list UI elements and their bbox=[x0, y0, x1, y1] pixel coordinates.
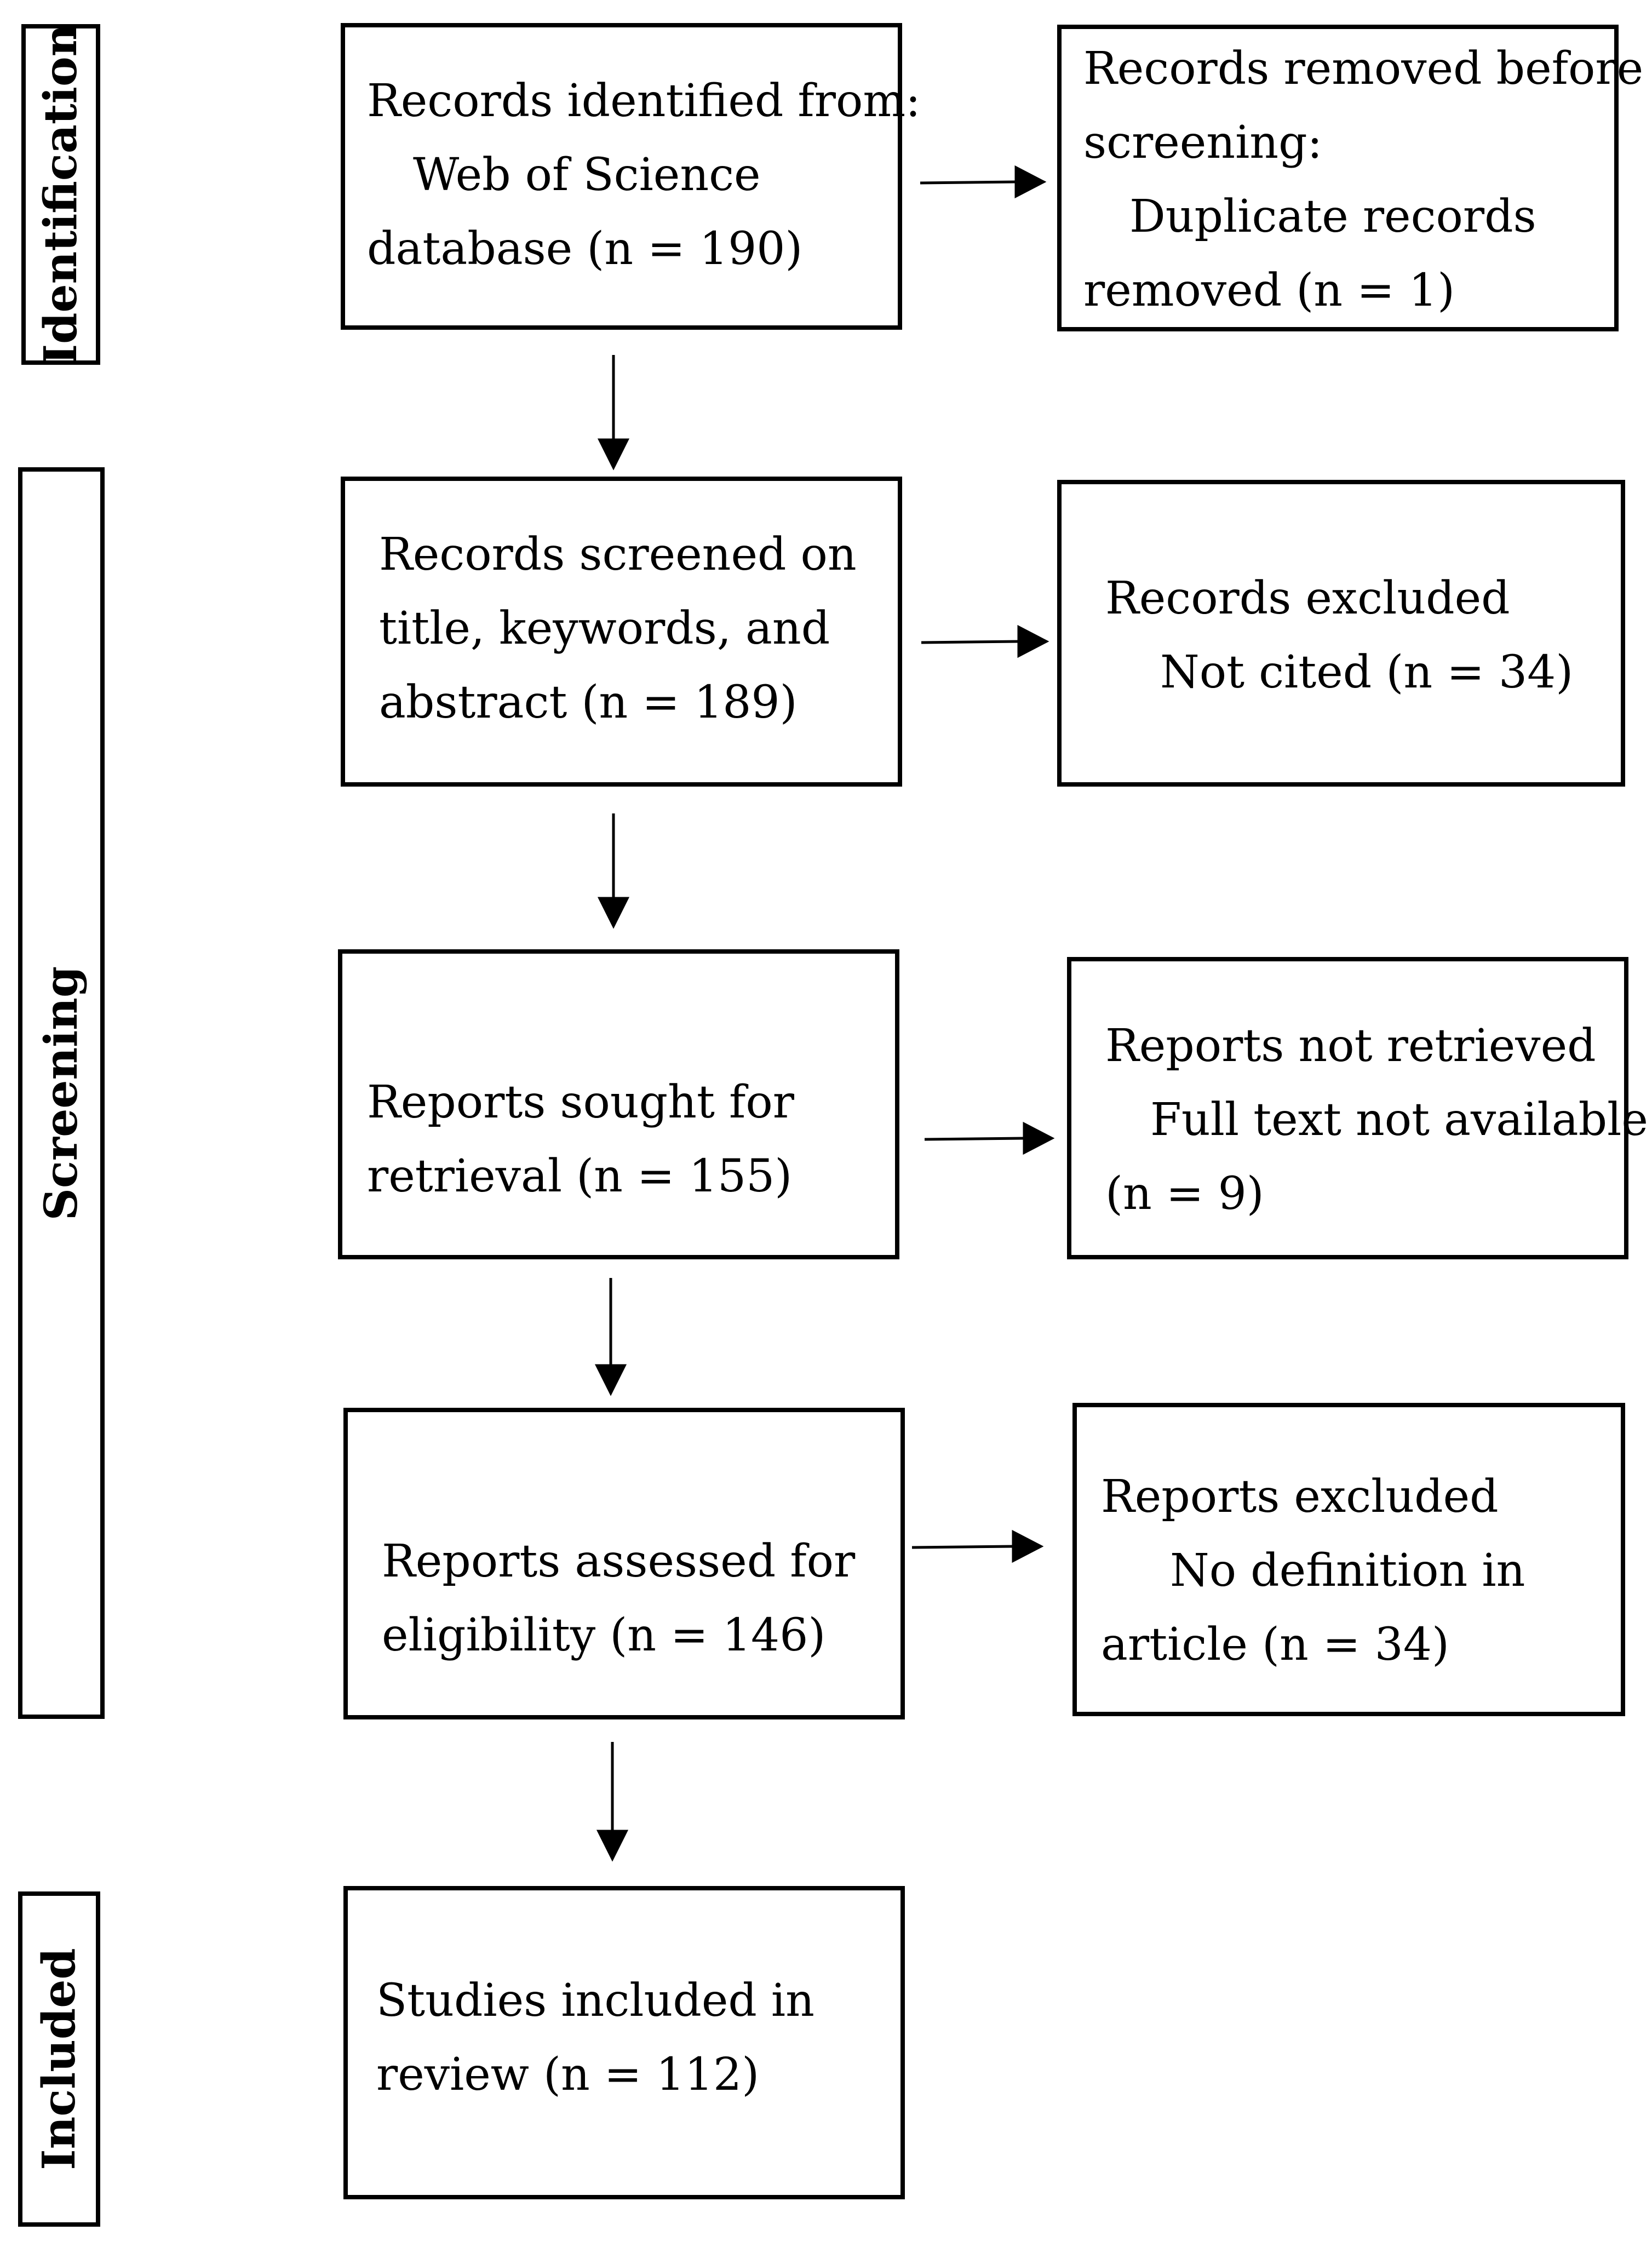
box-line: Reports sought for bbox=[367, 1076, 794, 1128]
reports-sought-box: Reports sought for retrieval (n = 155) bbox=[338, 949, 899, 1259]
box-line: Records removed before bbox=[1083, 43, 1644, 95]
phase-identification: Identification bbox=[21, 24, 100, 365]
reports-not-retrieved-box: Reports not retrieved Full text not avai… bbox=[1067, 957, 1648, 1259]
box-line: Reports not retrieved bbox=[1105, 1020, 1596, 1072]
arrow-head bbox=[596, 1830, 629, 1862]
arrow-head bbox=[1014, 165, 1047, 199]
arrow-right bbox=[921, 640, 1019, 644]
arrow-head bbox=[597, 438, 630, 471]
arrow-head bbox=[597, 897, 630, 929]
phase-screening: Screening bbox=[18, 467, 105, 1719]
box-line: title, keywords, and bbox=[379, 603, 830, 655]
box-line: No definition in bbox=[1170, 1545, 1525, 1597]
records-screened-box: Records screened on title, keywords, and… bbox=[341, 477, 902, 787]
box-line: Reports assessed for bbox=[382, 1535, 856, 1587]
box-line: (n = 9) bbox=[1105, 1168, 1264, 1220]
records-identified-box: Records identified from: Web of Science … bbox=[341, 23, 921, 330]
box-line: Not cited (n = 34) bbox=[1160, 646, 1574, 698]
box-line: Records excluded bbox=[1105, 572, 1510, 624]
arrow-head bbox=[1017, 624, 1049, 658]
box-line: retrieval (n = 155) bbox=[367, 1150, 793, 1202]
arrow-head bbox=[1012, 1529, 1044, 1563]
box-line: Web of Science bbox=[413, 149, 761, 201]
box-line: screening: bbox=[1083, 117, 1323, 169]
arrow-right bbox=[920, 180, 1017, 185]
phase-included: Included bbox=[18, 1891, 100, 2227]
arrow-head bbox=[1023, 1121, 1055, 1155]
reports-assessed-box: Reports assessed for eligibility (n = 14… bbox=[343, 1408, 905, 1719]
box-line: Reports excluded bbox=[1101, 1471, 1499, 1523]
reports-excluded-box: Reports excluded No definition in articl… bbox=[1072, 1403, 1625, 1716]
box-line: Full text not available bbox=[1150, 1094, 1648, 1146]
box-line: Duplicate records bbox=[1129, 191, 1536, 243]
box-line: Studies included in bbox=[376, 1975, 814, 2027]
box-line: eligibility (n = 146) bbox=[382, 1609, 826, 1661]
arrow-right bbox=[911, 1545, 1014, 1549]
box-line: Records identified from: bbox=[367, 75, 921, 127]
box-line: Records screened on bbox=[379, 529, 857, 581]
box-line: review (n = 112) bbox=[376, 2049, 760, 2101]
studies-included-box: Studies included in review (n = 112) bbox=[343, 1886, 905, 2199]
box-line: removed (n = 1) bbox=[1083, 265, 1455, 317]
arrow-right bbox=[924, 1137, 1025, 1141]
records-excluded-box: Records excluded Not cited (n = 34) bbox=[1057, 480, 1625, 787]
arrow-head bbox=[594, 1364, 627, 1396]
box-line: article (n = 34) bbox=[1101, 1619, 1449, 1671]
records-removed-box: Records removed before screening: Duplic… bbox=[1057, 25, 1643, 331]
box-line: database (n = 190) bbox=[367, 223, 803, 275]
box-line: abstract (n = 189) bbox=[379, 677, 798, 729]
